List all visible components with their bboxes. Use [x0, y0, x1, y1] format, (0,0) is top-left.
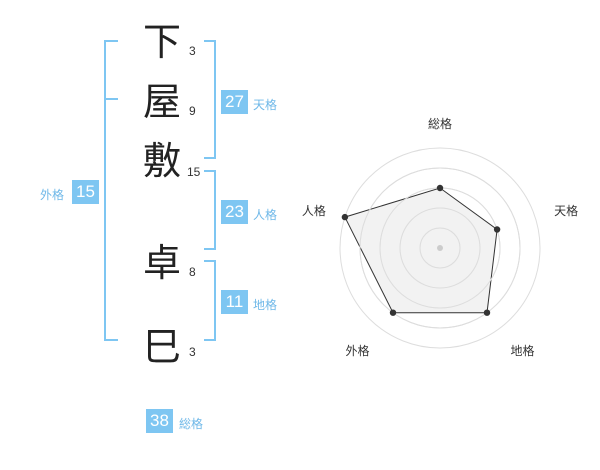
jinkaku-bracket-bottom-tick	[204, 248, 216, 250]
outer-bracket-mid-tick	[104, 98, 118, 100]
radar-point-1	[436, 184, 444, 192]
name-char-3: 敷	[143, 139, 182, 183]
outer-bracket-bottom-tick	[104, 339, 118, 341]
jinkaku-bracket-vertical	[214, 170, 216, 250]
outer-bracket-top-tick	[104, 40, 118, 42]
chikaku-bracket-bottom-tick	[204, 339, 216, 341]
tenkaku-bracket-bottom-tick	[204, 157, 216, 159]
name-char-5: 巳	[143, 325, 182, 369]
radar-ring-5	[339, 147, 541, 349]
jinkaku-bracket-top-tick	[204, 170, 216, 172]
stroke-count-4: 8	[189, 265, 196, 279]
radar-inner-ring-1	[419, 227, 461, 269]
jinkaku-label: 人格	[253, 208, 278, 222]
soukaku-label: 総格	[179, 417, 204, 431]
stroke-count-2: 9	[189, 104, 196, 118]
stroke-count-1: 3	[189, 44, 196, 58]
radar-axis-label-1: 総格	[428, 116, 452, 131]
tenkaku-bracket-top-tick	[204, 40, 216, 42]
chikaku-bracket-top-tick	[204, 260, 216, 262]
chikaku-label: 地格	[253, 298, 278, 312]
chikaku-value-badge: 11	[221, 290, 248, 314]
gaikaku-value-badge: 15	[72, 180, 99, 204]
gaikaku-label: 外格	[40, 188, 65, 202]
outer-bracket-vertical	[104, 40, 106, 341]
stroke-count-3: 15	[187, 165, 201, 179]
soukaku-value-badge: 38	[146, 409, 173, 433]
radar-point-4	[389, 309, 397, 316]
tenkaku-value-badge: 27	[221, 90, 248, 114]
tenkaku-label: 天格	[253, 98, 278, 112]
radar-inner-ring-2	[399, 207, 481, 289]
radar-axis-label-4: 外格	[345, 343, 369, 358]
chikaku-bracket-vertical	[214, 260, 216, 341]
name-char-4: 卓	[143, 241, 182, 285]
radar-axis-label-5: 人格	[302, 203, 326, 218]
radar-point-3	[483, 309, 491, 316]
radar-axis-label-2: 天格	[554, 203, 578, 218]
tenkaku-bracket-vertical	[214, 40, 216, 159]
jinkaku-value-badge: 23	[221, 200, 248, 224]
name-char-2: 屋	[143, 80, 182, 124]
radar-axis-label-3: 地格	[511, 343, 535, 358]
stroke-count-5: 3	[189, 345, 196, 359]
radar-point-5	[341, 213, 349, 221]
name-char-1: 下	[143, 20, 182, 64]
radar-point-2	[493, 226, 501, 233]
radar-center-dot	[437, 245, 443, 251]
radar-inner-ring-4	[359, 167, 521, 329]
radar-data-polygon	[344, 187, 498, 314]
